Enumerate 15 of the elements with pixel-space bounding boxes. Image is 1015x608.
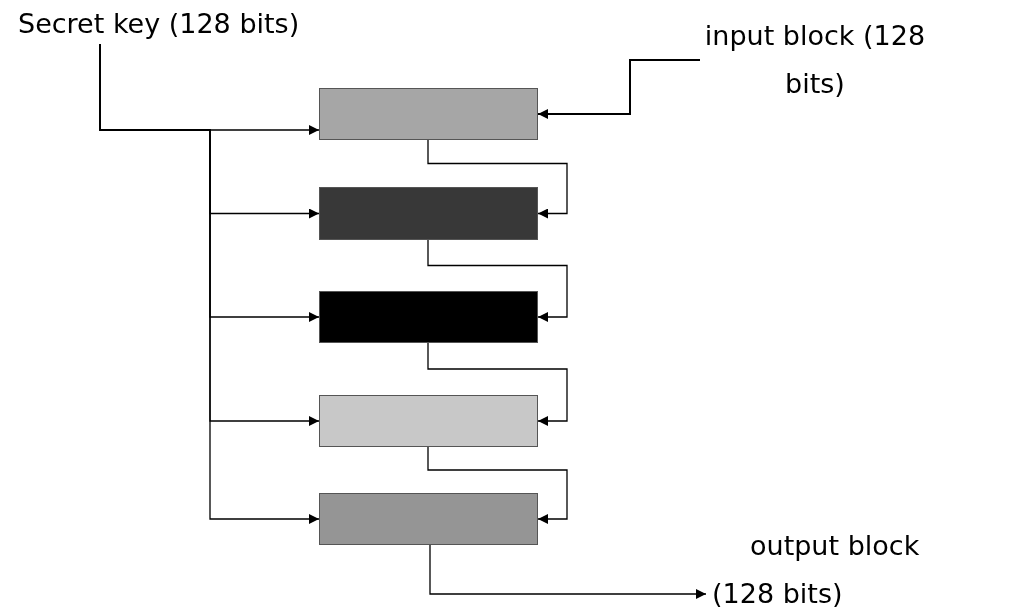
arrow: [427, 139, 568, 219]
text-label: Secret key (128 bits): [18, 0, 318, 48]
arrow: [429, 544, 707, 599]
arrow: [537, 59, 701, 119]
process-box: [319, 187, 538, 240]
process-box: [319, 291, 538, 343]
text-label: input block (128 bits): [700, 12, 930, 108]
process-box: [319, 493, 538, 545]
arrow: [427, 342, 568, 426]
process-box: [319, 395, 538, 447]
process-box: [319, 88, 538, 140]
text-label: output block (128 bits): [712, 522, 952, 608]
arrow: [427, 239, 568, 322]
arrow: [99, 43, 320, 524]
arrow: [427, 446, 568, 524]
